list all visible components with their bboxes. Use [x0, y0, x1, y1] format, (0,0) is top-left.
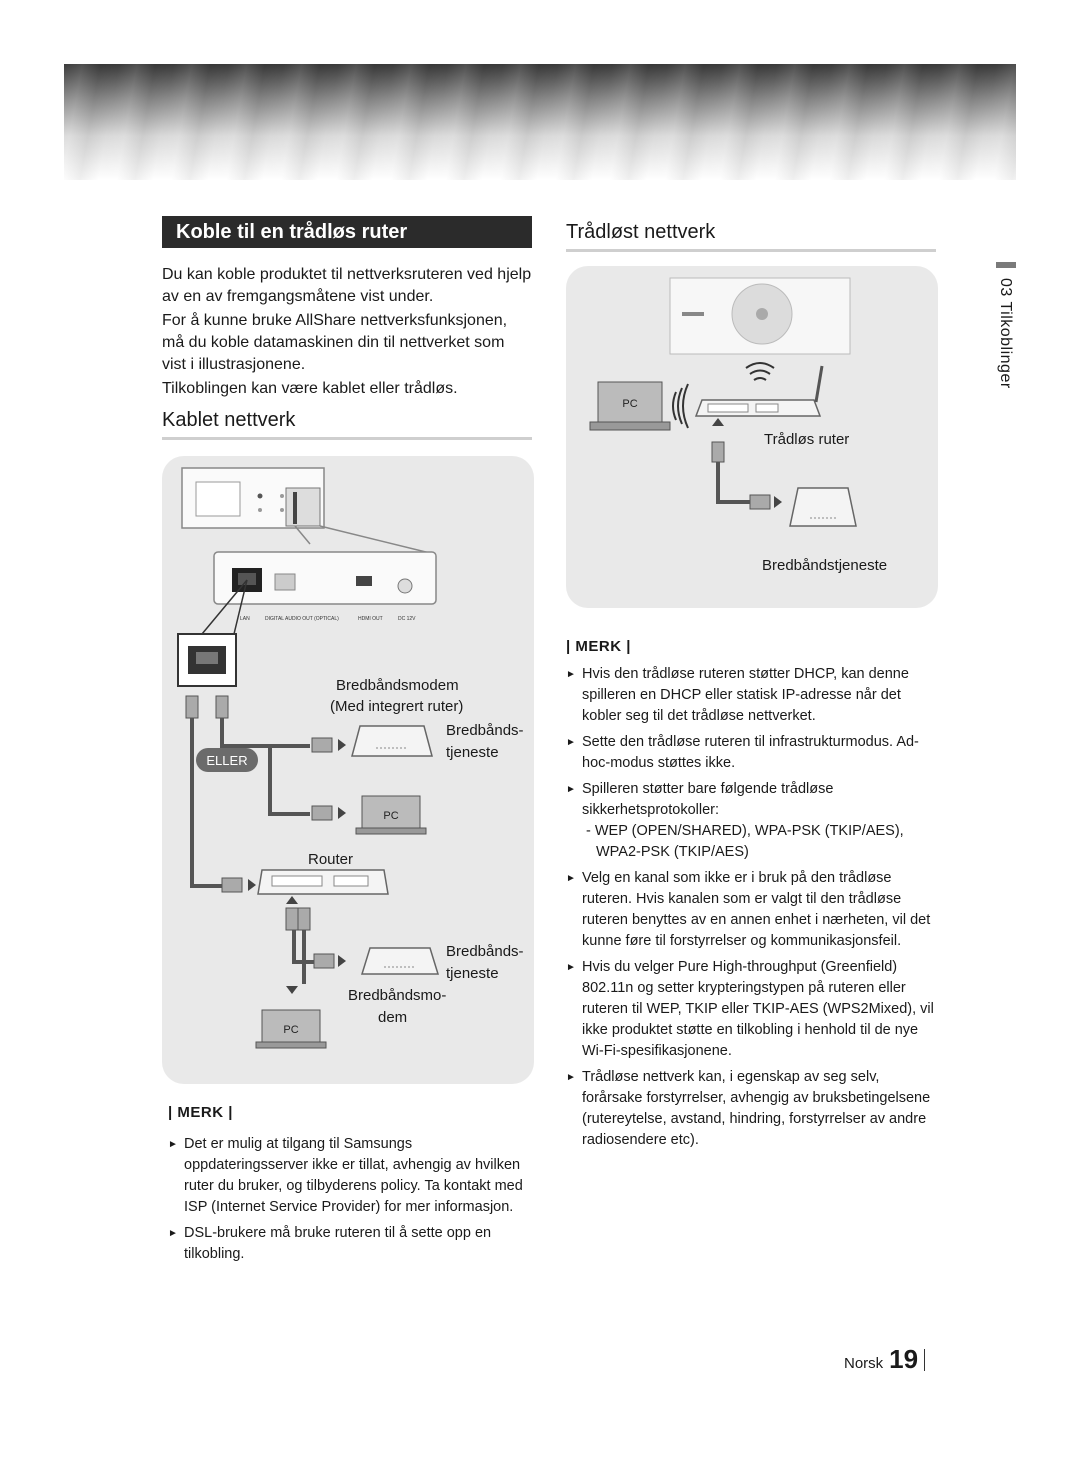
list-item: ► Hvis den trådløse ruteren støtter DHCP,…: [566, 664, 938, 727]
optical-port-label: DIGITAL AUDIO OUT (OPTICAL): [265, 616, 339, 622]
wireless-diagram-panel: PC Trådløs ruter Bredbåndstjeneste: [566, 266, 938, 608]
note-text: Velg en kanal som ikke er i bruk på den …: [582, 870, 931, 949]
bullet-icon: ►: [566, 873, 576, 884]
laptop-2: [261, 1009, 321, 1043]
lan-port-label: LAN: [240, 616, 250, 622]
chapter-tab-label: 03 Tilkoblinger: [997, 278, 1014, 389]
pc-label-wireless: PC: [622, 398, 637, 410]
intro-text: Du kan koble produktet til nettverksrute…: [162, 264, 532, 402]
modem-2: [360, 947, 440, 975]
wireless-heading: Trådløst nettverk: [566, 220, 936, 252]
wired-diagram: LAN DIGITAL AUDIO OUT (OPTICAL) HDMI OUT…: [177, 467, 440, 1049]
modem2-label-a: Bredbåndsmo-: [348, 987, 447, 1004]
bullet-icon: ►: [566, 737, 576, 748]
intro-paragraph-2: For å kunne bruke AllShare nettverksfunk…: [162, 312, 508, 373]
wired-notes-title: | MERK |: [168, 1104, 233, 1121]
note-text: Hvis den trådløse ruteren støtter DHCP, …: [582, 666, 909, 724]
service-label-2b: tjeneste: [446, 965, 499, 982]
list-item: ► Det er mulig at tilgang til Samsungs op…: [168, 1134, 536, 1218]
header-banner: [64, 64, 1016, 180]
footer-divider: [924, 1349, 926, 1371]
list-item: ► Velg en kanal som ikke er i bruk på den…: [566, 868, 938, 952]
note-text: DSL-brukere må bruke ruteren til å sette…: [184, 1225, 492, 1262]
wireless-router-label: Trådløs ruter: [764, 431, 850, 448]
wired-diagram-panel: LAN DIGITAL AUDIO OUT (OPTICAL) HDMI OUT…: [162, 456, 534, 1084]
dc-port-label: DC 12V: [398, 616, 416, 622]
modem-1: [351, 725, 433, 757]
pc-label-2: PC: [283, 1024, 298, 1036]
intro-paragraph-1: Du kan koble produktet til nettverksrute…: [162, 266, 532, 305]
footer-language: Norsk: [844, 1355, 884, 1372]
modem-label-line2: (Med integrert ruter): [330, 698, 464, 715]
list-item: ► DSL-brukere må bruke ruteren til å sett…: [168, 1223, 536, 1265]
list-item: ► Spilleren støtter bare følgende trådløs…: [566, 779, 938, 863]
modem-label-line1: Bredbåndsmodem: [336, 677, 459, 694]
laptop-1: [361, 795, 421, 829]
dc-port: [397, 578, 413, 594]
laptop-wireless: [597, 381, 663, 423]
note-text: Det er mulig at tilgang til Samsungs opp…: [184, 1136, 523, 1215]
list-item: ► Trådløse nettverk kan, i egenskap av se…: [566, 1067, 938, 1151]
wireless-diagram: PC: [589, 277, 857, 527]
wired-heading: Kablet nettverk: [162, 408, 532, 440]
player-rear-panel: [213, 551, 437, 605]
bullet-icon: ►: [168, 1228, 178, 1239]
or-badge-label: ELLER: [206, 753, 247, 768]
note-text: Sette den trådløse ruteren til infrastru…: [582, 734, 919, 771]
chapter-tab-marker: [996, 262, 1016, 268]
note-text: Spilleren støtter bare følgende trådløse…: [582, 781, 834, 818]
service-label-1b: tjeneste: [446, 744, 499, 761]
bullet-icon: ►: [168, 1139, 178, 1150]
wired-notes-list: ► Det er mulig at tilgang til Samsungs op…: [168, 1134, 536, 1270]
hdmi-port-label: HDMI OUT: [358, 616, 383, 622]
service-label-2a: Bredbånds-: [446, 943, 524, 960]
protocol-sub-item: - WEP (OPEN/SHARED), WPA-PSK (TKIP/AES),…: [586, 823, 904, 860]
list-item: ► Sette den trådløse ruteren til infrastr…: [566, 732, 938, 774]
broadband-service-label: Bredbåndstjeneste: [762, 557, 888, 574]
broadband-modem: [789, 487, 857, 527]
list-item: ► Hvis du velger Pure High-throughput (Gr…: [566, 957, 938, 1062]
router-label: Router: [308, 851, 354, 868]
bullet-icon: ►: [566, 784, 576, 795]
chapter-tab: 03 Tilkoblinger: [996, 262, 1020, 482]
section-title: Koble til en trådløs ruter: [162, 216, 532, 248]
page-number: 19: [889, 1344, 919, 1374]
wireless-notes-list: ► Hvis den trådløse ruteren støtter DHCP,…: [566, 664, 938, 1156]
optical-port: [274, 573, 296, 591]
protocol-list: WEP (OPEN/SHARED), WPA-PSK (TKIP/AES), W…: [594, 823, 904, 860]
page-footer: Norsk 19: [844, 1344, 926, 1375]
or-badge: [196, 748, 258, 772]
wireless-notes-title: | MERK |: [566, 638, 631, 655]
hdmi-port: [356, 576, 372, 586]
modem2-label-b: dem: [378, 1009, 408, 1026]
bullet-icon: ►: [566, 1072, 576, 1083]
player-display: [195, 481, 241, 517]
service-label-1a: Bredbånds-: [446, 722, 524, 739]
note-text: Trådløse nettverk kan, i egenskap av seg…: [582, 1069, 931, 1148]
intro-paragraph-3: Tilkoblingen kan være kablet eller trådl…: [162, 380, 458, 397]
bullet-icon: ►: [566, 962, 576, 973]
pc-label-1: PC: [383, 810, 398, 822]
wifi-icon: [745, 362, 775, 369]
bullet-icon: ►: [566, 669, 576, 680]
note-text: Hvis du velger Pure High-throughput (Gre…: [582, 959, 934, 1059]
